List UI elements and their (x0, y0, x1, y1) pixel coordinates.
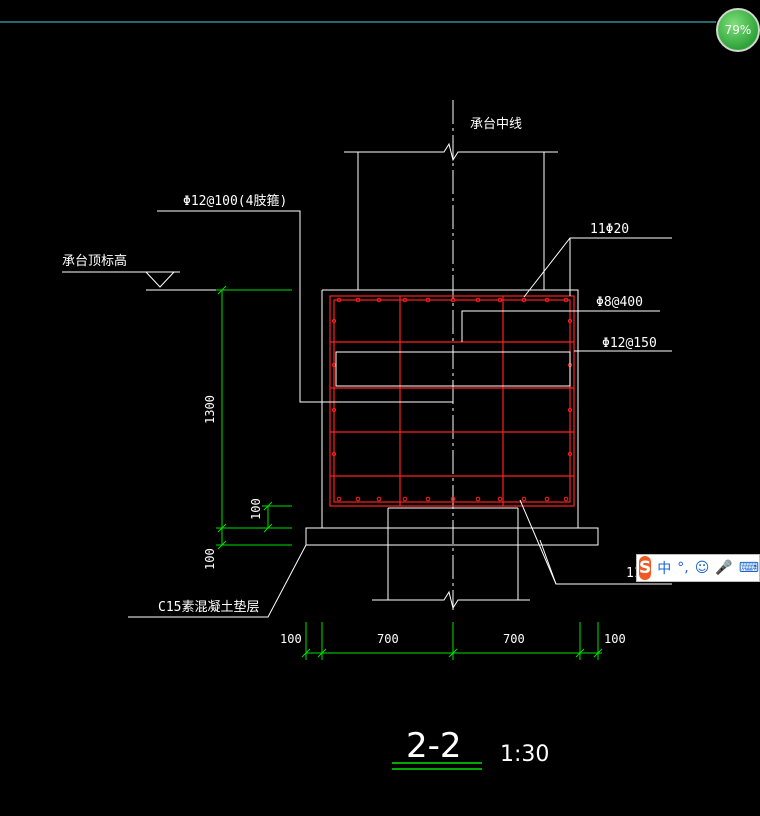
keyboard-icon[interactable]: ⌨ (738, 560, 759, 576)
top-bar-label: 11Φ20 (590, 222, 629, 237)
vertical-dimensions (216, 285, 292, 550)
cushion-dim-text: 100 (203, 548, 217, 570)
right-edge-dim-text: 100 (604, 632, 626, 646)
leader-lines (128, 210, 672, 618)
cover-dim-text: 100 (249, 498, 263, 520)
upper-column (344, 142, 558, 290)
tie-bar-label: Φ8@400 (596, 295, 643, 310)
section-title: 2-2 (406, 726, 462, 766)
side-bar-label: Φ12@150 (602, 336, 657, 351)
cushion-label: C15素混凝土垫层 (158, 599, 259, 615)
ime-toolbar[interactable]: S 中 °, ☺ 🎤 ⌨ (636, 554, 760, 582)
horizontal-dimensions (301, 622, 603, 660)
height-dim-text: 1300 (203, 395, 217, 424)
punctuation-button[interactable]: °, (677, 560, 689, 576)
top-elevation-label: 承台顶标高 (62, 253, 127, 269)
mic-icon[interactable]: 🎤 (715, 560, 733, 576)
rebar-dots (331, 297, 573, 502)
lower-pile (372, 507, 530, 610)
emoji-icon[interactable]: ☺ (694, 560, 710, 576)
stirrup-label: Φ12@100(4肢箍) (183, 193, 287, 209)
pile-cap-outline (305, 289, 599, 546)
scale-text: 1:30 (500, 742, 549, 767)
elevation-symbol (62, 271, 292, 291)
chinese-mode-button[interactable]: 中 (657, 561, 672, 577)
rebar-cage (329, 295, 575, 507)
ime-logo-icon[interactable]: S (639, 556, 652, 580)
zoom-badge[interactable]: 79% (716, 8, 760, 52)
centerline-label: 承台中线 (470, 117, 522, 132)
left-half-dim-text: 700 (377, 632, 399, 646)
right-half-dim-text: 700 (503, 632, 525, 646)
tie-bar (335, 351, 571, 387)
left-edge-dim-text: 100 (280, 632, 302, 646)
